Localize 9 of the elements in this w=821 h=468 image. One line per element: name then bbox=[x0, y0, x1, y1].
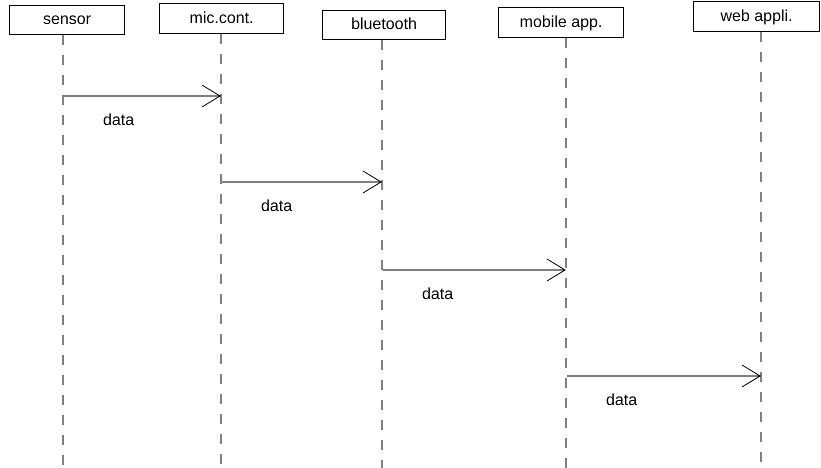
participant-name: sensor bbox=[42, 11, 92, 29]
participant-name: bluetooth bbox=[351, 16, 417, 34]
arrow bbox=[64, 84, 220, 108]
arrow bbox=[222, 170, 382, 194]
participant-name: mic.cont. bbox=[189, 10, 254, 28]
arrow bbox=[382, 258, 566, 282]
arrow bbox=[566, 364, 760, 388]
participant-name: web appli. bbox=[720, 8, 793, 26]
participant-name: mobile app. bbox=[520, 14, 602, 32]
